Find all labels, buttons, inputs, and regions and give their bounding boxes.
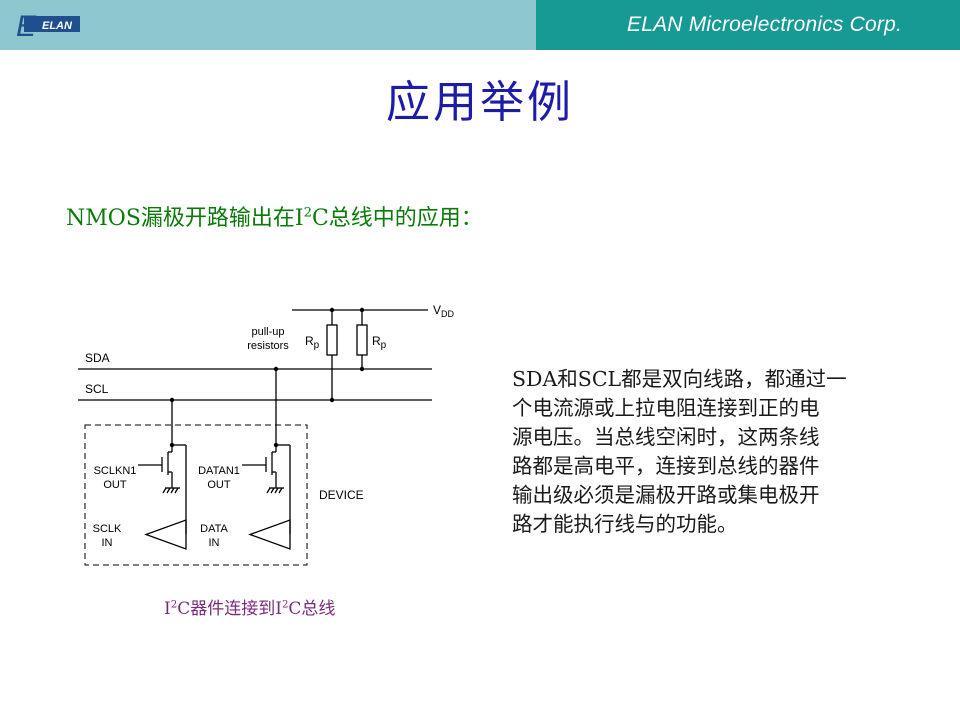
caption-superscript-1: 2 <box>170 599 178 611</box>
paragraph-line: 路都是高电平，连接到总线的器件 <box>512 454 820 478</box>
junction-vdd-rp1 <box>329 307 335 313</box>
header-bar-right: ELAN Microelectronics Corp. <box>536 0 960 50</box>
logo-text: ELAN <box>42 20 73 32</box>
paragraph-line: 源电压。当总线空闲时，这两条线 <box>512 425 820 449</box>
junction-vdd-rp2 <box>359 307 365 313</box>
rp1-resistor <box>326 324 338 356</box>
pullup-label-line2: resistors <box>247 340 289 352</box>
description-paragraph: SDA和SCL都是双向线路，都通过一 个电流源或上拉电阻连接到正的电 源电压。当… <box>512 365 897 539</box>
datan1-out-label: OUT <box>207 479 231 491</box>
scl-label: SCL <box>85 382 109 396</box>
sda-input-buffer <box>248 519 291 550</box>
header-bar-left <box>0 0 536 50</box>
paragraph-line: 个电流源或上拉电阻连接到正的电 <box>512 396 820 420</box>
elan-logo: E ELAN <box>16 10 80 43</box>
company-name: ELAN Microelectronics Corp. <box>627 13 902 36</box>
sda-ground-hatch <box>266 487 283 494</box>
scl-ground-hatch <box>162 487 179 494</box>
vdd-label: VDD <box>433 303 455 319</box>
junction-rp1-scl <box>329 397 335 403</box>
sda-label: SDA <box>85 351 110 365</box>
data-label: DATA <box>200 523 228 535</box>
caption-superscript-2: 2 <box>281 599 289 611</box>
subtitle-superscript: 2 <box>303 205 312 221</box>
datan1-label: DATAN1 <box>198 465 240 477</box>
device-label: DEVICE <box>319 488 364 502</box>
data-in-label: IN <box>209 537 220 549</box>
pullup-label-line1: pull-up <box>251 326 284 338</box>
junction-scl-device <box>169 397 175 403</box>
caption-part-2: C器件连接到I <box>177 599 282 619</box>
subtitle: NMOS漏极开路输出在I2C总线中的应用： <box>66 200 483 232</box>
logo-letter-e: E <box>16 10 37 43</box>
sclk-in-label: IN <box>102 537 113 549</box>
junction-rp2-sda <box>359 366 365 372</box>
junction-sda-drain <box>273 442 279 448</box>
subtitle-part-2: C总线中的应用： <box>311 206 483 231</box>
subtitle-part-1: NMOS漏极开路输出在I <box>66 206 304 231</box>
caption-part-1: I <box>164 599 171 619</box>
device-box <box>84 424 308 566</box>
sclkn1-label: SCLKN1 <box>94 465 137 477</box>
paragraph-line: 输出级必须是漏极开路或集电极开 <box>512 483 820 507</box>
sclkn1-out-label: OUT <box>103 479 127 491</box>
i2c-circuit-diagram: VDD pull-up resistors Rp Rp SDA SCL SCLK… <box>78 303 455 566</box>
scl-input-buffer <box>144 519 187 550</box>
diagram-caption: I2C器件连接到I2C总线 <box>164 594 335 619</box>
caption-part-3: C总线 <box>288 599 336 619</box>
rp2-label: Rp <box>372 334 387 351</box>
junction-sda-device <box>273 366 279 372</box>
paragraph-line: 路才能执行线与的功能。 <box>512 512 738 536</box>
rp2-resistor <box>356 324 368 356</box>
logo-bar <box>24 16 80 32</box>
paragraph-line: SDA和SCL都是双向线路，都通过一 <box>512 367 847 391</box>
sclk-label: SCLK <box>93 523 122 535</box>
page-title: 应用举例 <box>386 77 574 128</box>
rp1-label: Rp <box>305 334 320 351</box>
junction-scl-drain <box>169 442 175 448</box>
